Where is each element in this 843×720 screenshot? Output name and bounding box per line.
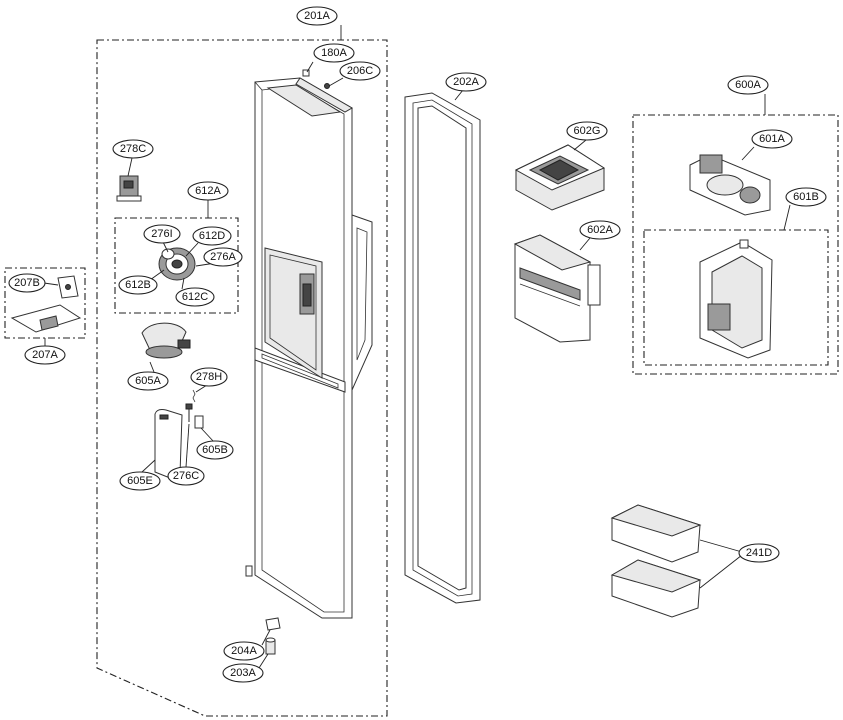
- svg-text:180A: 180A: [321, 47, 347, 59]
- svg-text:602G: 602G: [574, 125, 601, 137]
- callout-204a: 204A: [223, 641, 265, 661]
- group-601b-boundary: [643, 229, 829, 366]
- part-601a: [689, 154, 771, 216]
- callout-612a: 612A: [187, 181, 229, 201]
- callout-276i: 276I: [143, 224, 181, 244]
- callout-276c: 276C: [167, 466, 205, 486]
- callout-602g: 602G: [566, 121, 608, 141]
- part-605a: [141, 322, 191, 359]
- callout-612b: 612B: [118, 275, 158, 295]
- svg-text:612A: 612A: [195, 185, 221, 197]
- door-gasket-part: [404, 92, 481, 604]
- callout-241d: 241D: [738, 543, 780, 563]
- part-207b: [57, 275, 79, 299]
- callout-612d: 612D: [192, 226, 232, 246]
- callout-612c: 612C: [175, 287, 215, 307]
- part-204a: [265, 617, 281, 631]
- part-601b: [699, 239, 773, 359]
- callout-601b: 601B: [785, 187, 827, 207]
- group-201a-boundary: [96, 39, 388, 717]
- svg-text:278H: 278H: [196, 371, 222, 383]
- svg-text:605E: 605E: [127, 475, 153, 487]
- svg-text:203A: 203A: [230, 667, 256, 679]
- callout-203a: 203A: [222, 663, 264, 683]
- group-612a-boundary: [114, 217, 239, 314]
- part-241d-upper-bin: [610, 504, 702, 563]
- part-605b: [194, 415, 204, 429]
- callout-276a: 276A: [203, 247, 243, 267]
- callout-602a: 602A: [579, 220, 621, 240]
- callout-206c: 206C: [339, 61, 381, 81]
- svg-text:605A: 605A: [135, 375, 161, 387]
- svg-text:204A: 204A: [231, 645, 257, 657]
- svg-text:278C: 278C: [120, 143, 146, 155]
- svg-text:207A: 207A: [32, 349, 58, 361]
- callout-605a: 605A: [127, 371, 169, 391]
- part-207a: [10, 304, 82, 333]
- callout-180a: 180A: [313, 43, 355, 63]
- callout-605b: 605B: [196, 440, 234, 460]
- callout-207a: 207A: [24, 345, 66, 365]
- part-276c: [185, 403, 193, 422]
- svg-text:612D: 612D: [199, 230, 225, 242]
- svg-text:207B: 207B: [14, 277, 40, 289]
- svg-text:602A: 602A: [587, 224, 613, 236]
- svg-text:276A: 276A: [210, 251, 236, 263]
- part-241d-lower-bin: [610, 559, 702, 618]
- callout-601a: 601A: [751, 129, 793, 149]
- callout-278h: 278H: [190, 367, 228, 387]
- svg-text:612B: 612B: [125, 279, 151, 291]
- group-600a-boundary: [632, 114, 839, 375]
- callout-201a: 201A: [296, 6, 338, 26]
- svg-text:276I: 276I: [151, 228, 172, 240]
- part-278h: [192, 389, 196, 403]
- svg-text:206C: 206C: [347, 65, 373, 77]
- callout-278c: 278C: [112, 139, 154, 159]
- part-278c: [116, 175, 142, 202]
- svg-text:201A: 201A: [304, 10, 330, 22]
- callout-600a: 600A: [727, 75, 769, 95]
- part-180a: [302, 69, 310, 77]
- svg-text:241D: 241D: [746, 547, 772, 559]
- svg-text:601B: 601B: [793, 191, 819, 203]
- callout-605e: 605E: [119, 471, 161, 491]
- part-612-assembly: [158, 247, 196, 281]
- callout-207b: 207B: [8, 273, 46, 293]
- svg-text:601A: 601A: [759, 133, 785, 145]
- svg-text:202A: 202A: [453, 76, 479, 88]
- door-assembly-part: [245, 77, 373, 619]
- svg-text:605B: 605B: [202, 444, 228, 456]
- svg-text:600A: 600A: [735, 79, 761, 91]
- svg-text:276C: 276C: [173, 470, 199, 482]
- svg-text:612C: 612C: [182, 291, 208, 303]
- part-203a: [265, 637, 276, 655]
- part-602a: [513, 234, 601, 343]
- part-602g: [514, 144, 606, 211]
- callout-202a: 202A: [445, 72, 487, 92]
- part-206c: [324, 83, 330, 89]
